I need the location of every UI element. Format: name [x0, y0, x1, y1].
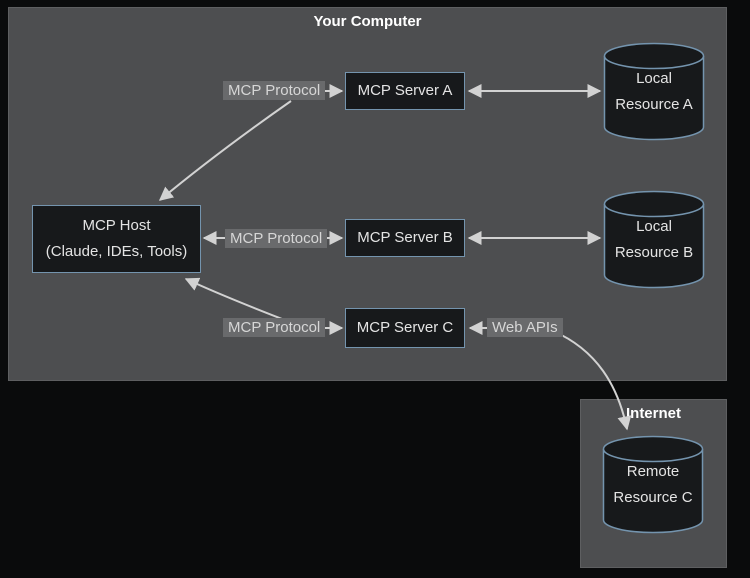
local-resource-a-line1: Local — [636, 70, 672, 87]
local-resource-b-line2: Resource B — [614, 244, 694, 261]
local-resource-b-line1: Local — [636, 218, 672, 235]
local-resource-b-node: Local Resource B — [603, 190, 705, 289]
your-computer-title: Your Computer — [313, 13, 422, 30]
mcp-server-b-node: MCP Server B — [345, 219, 465, 257]
internet-title: Internet — [625, 405, 681, 422]
remote-resource-c-line2: Resource C — [613, 489, 693, 506]
remote-resource-c-line1: Remote — [626, 463, 680, 480]
mcp-server-c-node: MCP Server C — [345, 308, 465, 348]
mcp-server-c-label: MCP Server C — [356, 319, 454, 336]
cylinder-shape-icon — [603, 42, 705, 141]
edge-label-mcp-protocol-b: MCP Protocol — [225, 229, 328, 248]
local-resource-a-node: Local Resource A — [603, 42, 705, 141]
mcp-server-a-node: MCP Server A — [345, 72, 465, 110]
edge-label-mcp-protocol-c: MCP Protocol — [223, 318, 326, 337]
edge-label-web-apis: Web APIs — [487, 318, 563, 337]
cylinder-shape-icon — [603, 190, 705, 289]
mcp-server-b-label: MCP Server B — [357, 229, 453, 246]
mcp-host-label-line1: MCP Host — [82, 217, 151, 234]
remote-resource-c-node: Remote Resource C — [602, 435, 704, 534]
mcp-host-label-line2: (Claude, IDEs, Tools) — [45, 243, 188, 260]
local-resource-a-line2: Resource A — [615, 96, 693, 113]
cylinder-shape-icon — [602, 435, 704, 534]
edge-label-mcp-protocol-a: MCP Protocol — [223, 81, 326, 100]
mcp-host-node: MCP Host (Claude, IDEs, Tools) — [32, 205, 201, 273]
mcp-server-a-label: MCP Server A — [357, 82, 453, 99]
